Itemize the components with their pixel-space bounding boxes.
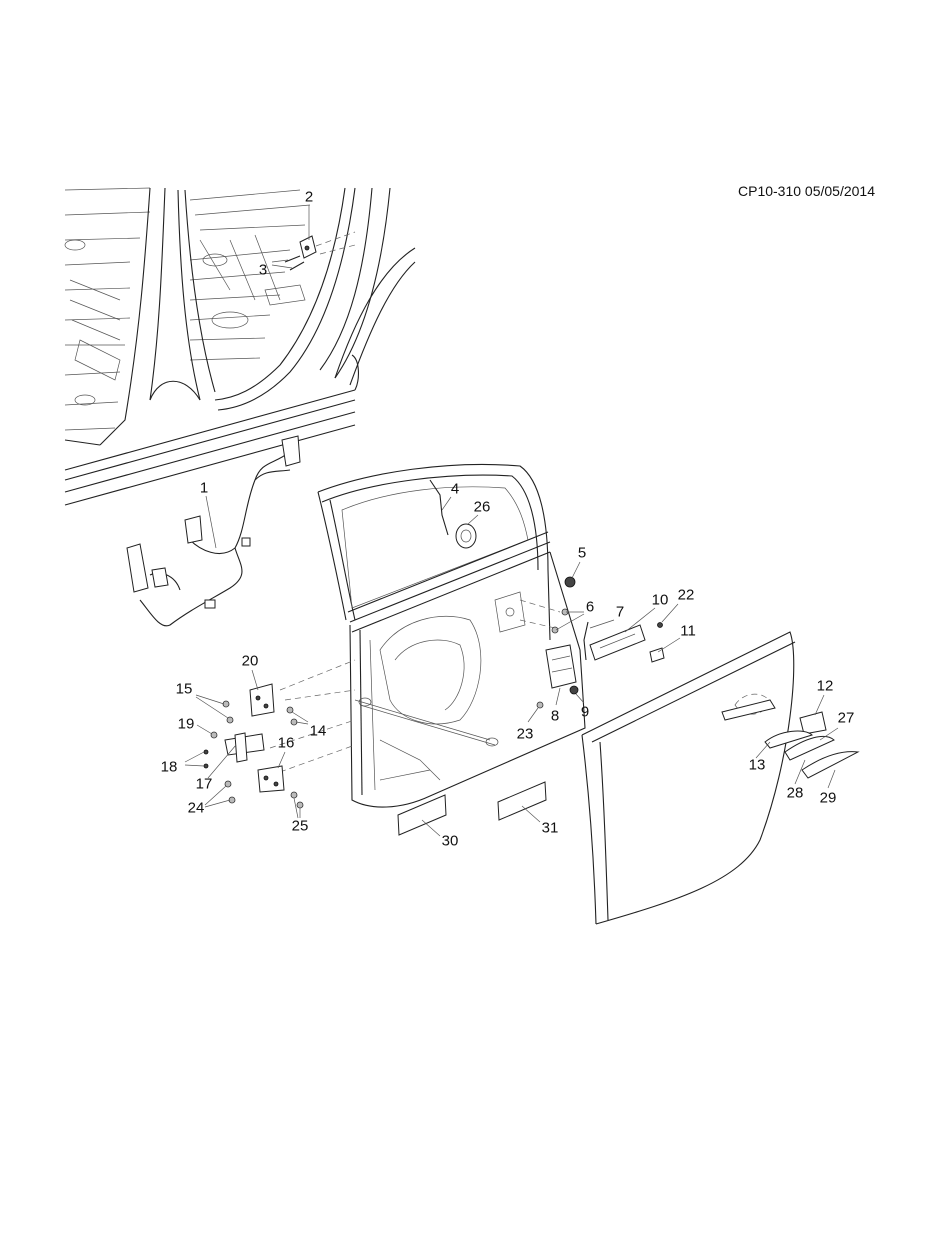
callout-5: 5 bbox=[577, 544, 587, 562]
callout-8: 8 bbox=[550, 707, 560, 725]
label-decals bbox=[397, 781, 547, 836]
callout-28: 28 bbox=[786, 784, 804, 802]
callout-24: 24 bbox=[187, 799, 205, 817]
callout-29: 29 bbox=[819, 789, 837, 807]
diagram-reference-code: CP10-310 05/05/2014 bbox=[738, 183, 875, 199]
callout-leader-lines bbox=[184, 205, 839, 837]
outer-door-panel bbox=[581, 631, 860, 925]
callout-3: 3 bbox=[258, 261, 268, 279]
callout-16: 16 bbox=[277, 734, 295, 752]
callout-12: 12 bbox=[816, 677, 834, 695]
callout-19: 19 bbox=[177, 715, 195, 733]
callout-9: 9 bbox=[580, 703, 590, 721]
callout-6: 6 bbox=[585, 598, 595, 616]
callout-13: 13 bbox=[748, 756, 766, 774]
callout-20: 20 bbox=[241, 652, 259, 670]
callout-10: 10 bbox=[651, 591, 669, 609]
callout-7: 7 bbox=[615, 603, 625, 621]
callout-4: 4 bbox=[450, 480, 460, 498]
callout-26: 26 bbox=[473, 498, 491, 516]
callout-17: 17 bbox=[195, 775, 213, 793]
body-side-structure bbox=[64, 187, 416, 506]
callout-30: 30 bbox=[441, 832, 459, 850]
callout-14: 14 bbox=[309, 722, 327, 740]
callout-23: 23 bbox=[516, 725, 534, 743]
latch-and-hardware bbox=[536, 576, 665, 709]
callout-1: 1 bbox=[199, 479, 209, 497]
callout-25: 25 bbox=[291, 817, 309, 835]
callout-2: 2 bbox=[304, 188, 314, 206]
callout-31: 31 bbox=[541, 819, 559, 837]
callout-15: 15 bbox=[175, 680, 193, 698]
callout-18: 18 bbox=[160, 758, 178, 776]
callout-22: 22 bbox=[677, 586, 695, 604]
door-frame-inner bbox=[269, 463, 586, 808]
callout-27: 27 bbox=[837, 709, 855, 727]
door-wiring-harness bbox=[126, 435, 301, 627]
callout-11: 11 bbox=[680, 622, 696, 640]
